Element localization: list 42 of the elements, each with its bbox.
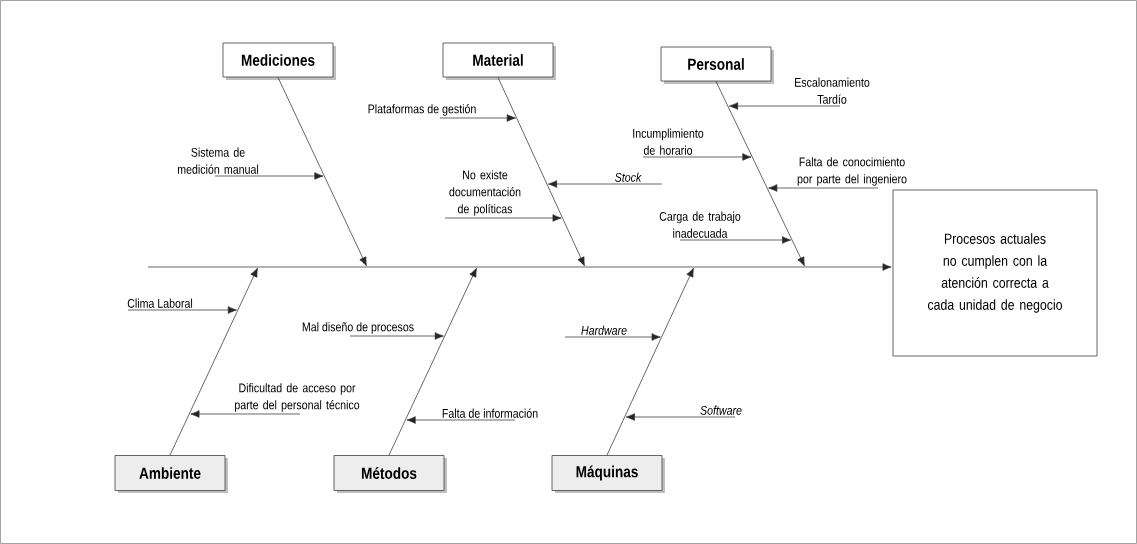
cause-label: Clima Laboral: [127, 298, 193, 308]
bone-arrow: [277, 77, 367, 267]
cause-label: Mal diseño de procesos: [302, 322, 414, 334]
cause-arrow: [625, 413, 736, 421]
effect-box: Procesos actuales no cumplen con la atención correcta a cada unidad de negocio: [892, 189, 1098, 357]
cause-label: Plataformas de gestión: [368, 104, 476, 116]
cause-label: Stock: [615, 172, 642, 182]
cause-arrow: [444, 214, 562, 222]
cause-arrow: [679, 236, 792, 244]
cause-label: Escalonamiento Tardío: [795, 77, 870, 104]
cause-arrow: [127, 306, 237, 314]
cause-label: Software: [700, 405, 742, 415]
category-box: Máquinas: [551, 455, 663, 491]
cause-label: Falta de información: [442, 408, 538, 418]
cause-label: Falta de conocimiento por parte del ingeniero: [797, 157, 907, 186]
cause-arrow: [729, 102, 841, 110]
cause-label: Carga de trabajo inadecuada: [659, 211, 741, 238]
category-box: Métodos: [333, 455, 445, 491]
bone-arrow: [715, 81, 805, 267]
cause-label: Hardware: [581, 325, 627, 335]
category-box: Mediciones: [222, 42, 334, 78]
cause-arrow: [642, 153, 752, 161]
cause-label: Dificultad de acceso por parte del personal técnico: [235, 383, 360, 412]
category-box: Material: [442, 42, 554, 78]
cause-arrow: [406, 416, 516, 424]
bone-arrow: [497, 77, 585, 267]
bone-arrow: [169, 267, 258, 456]
category-box: Personal: [660, 46, 772, 82]
bone-arrow: [388, 267, 477, 456]
cause-arrow: [768, 184, 879, 192]
spine-arrow: [147, 263, 892, 271]
bone-arrow: [606, 267, 694, 456]
cause-label: Sistema de medición manual: [177, 147, 259, 174]
cause-arrow: [564, 333, 661, 341]
cause-arrow: [190, 410, 301, 418]
cause-arrow: [439, 114, 516, 122]
cause-arrow: [214, 172, 324, 180]
cause-arrow: [548, 180, 663, 188]
cause-label: No existe documentación de políticas: [449, 170, 521, 216]
cause-label: Incumplimiento de horario: [633, 128, 704, 155]
category-box: Ambiente: [114, 455, 226, 491]
cause-arrow: [349, 332, 444, 340]
